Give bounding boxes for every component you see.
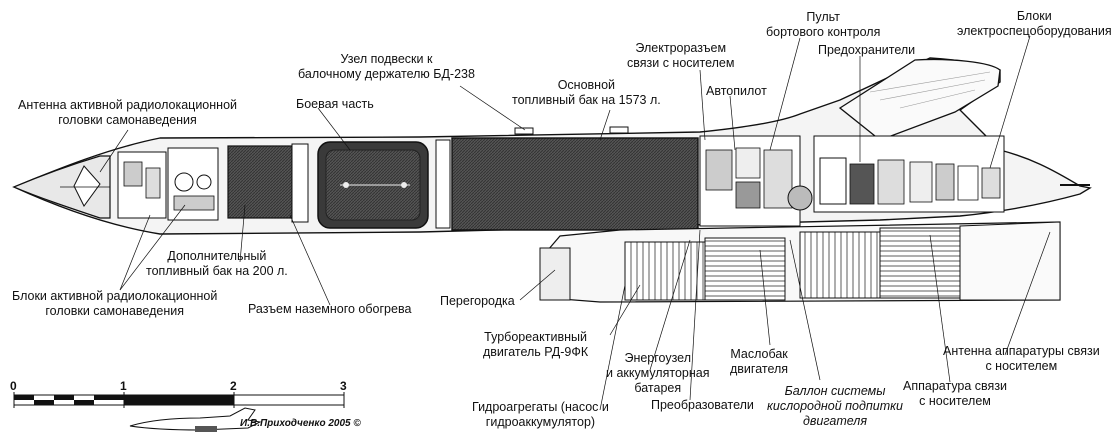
scale-tick-3: 3 xyxy=(340,379,347,393)
scale-tick-0: 0 xyxy=(10,379,17,393)
label-autopilot: Автопилот xyxy=(706,84,767,98)
missile-silhouette xyxy=(129,407,262,432)
scale-tick-1: 1 xyxy=(120,379,127,393)
label-fuses: Предохранители xyxy=(818,43,916,57)
label-warhead: Боевая часть xyxy=(296,97,374,111)
scale-tick-2: 2 xyxy=(230,379,237,393)
main-fuel-tank xyxy=(451,137,699,231)
author-credit: И.В.Приходченко 2005 © xyxy=(240,418,361,429)
scale-bar xyxy=(13,392,345,408)
tail-fin xyxy=(838,58,1001,141)
label-bulkhead: Перегородка xyxy=(440,294,515,308)
label-ground-heating: Разъем наземного обогрева xyxy=(248,302,412,316)
label-converters: Преобразователи xyxy=(651,398,754,412)
extra-fuel-tank xyxy=(227,145,293,219)
leader-lines xyxy=(99,35,1051,411)
